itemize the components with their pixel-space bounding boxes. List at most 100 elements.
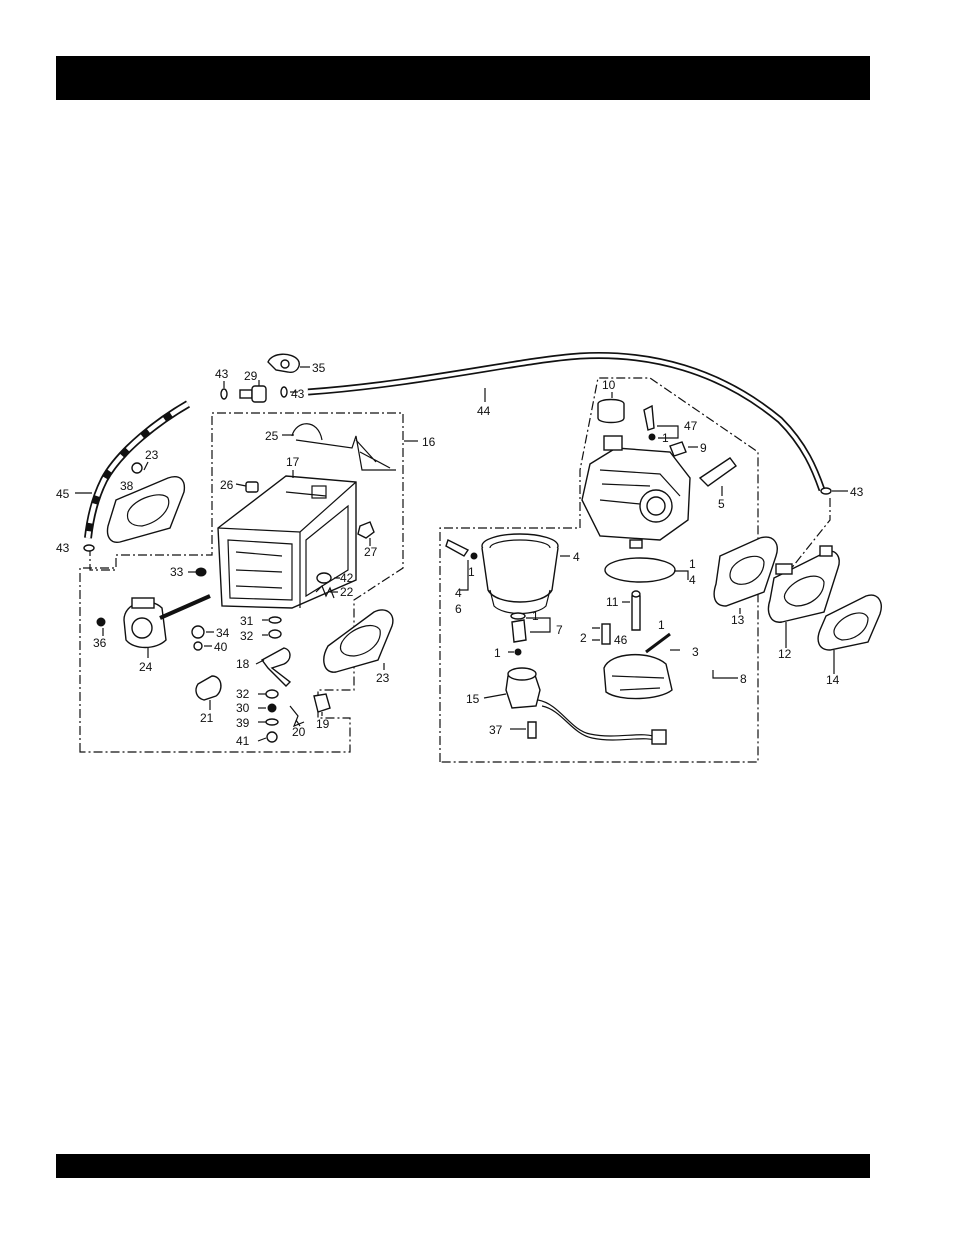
float-8 [604,655,672,699]
washer-32-b [266,690,278,698]
label-1-pin: 1 [658,618,665,632]
o-ring-4 [605,558,675,582]
label-1-bolt: 1 [532,609,539,623]
label-30: 30 [236,701,250,715]
fuel-valve-29 [240,380,266,402]
label-24: 24 [139,660,153,674]
nut-30 [268,704,276,712]
label-32-b: 32 [236,687,250,701]
nut-33 [196,568,206,576]
label-16: 16 [422,435,436,449]
label-18: 18 [236,657,250,671]
label-36: 36 [93,636,107,650]
clip-2-46 [602,624,610,644]
label-45: 45 [56,487,70,501]
label-43-top: 43 [215,367,229,381]
nut-34 [192,626,204,638]
nut-27 [358,522,374,538]
label-32-a: 32 [240,629,254,643]
screw-47 [644,406,654,430]
clamp-35 [268,354,299,372]
air-cleaner-case-17 [218,476,356,608]
label-8: 8 [740,672,747,686]
label-21: 21 [200,711,214,725]
washer-39 [266,719,278,725]
screw-36 [97,618,105,626]
washer-31 [269,617,281,623]
label-12: 12 [778,647,792,661]
label-5: 5 [718,497,725,511]
label-4-bowl: 4 [573,550,580,564]
label-47: 47 [684,419,698,433]
label-43-valve: 43 [291,387,305,401]
lever-18 [262,648,290,686]
label-25: 25 [265,429,279,443]
label-33: 33 [170,565,184,579]
label-35: 35 [312,361,326,375]
label-31: 31 [240,614,254,628]
label-20: 20 [292,725,306,739]
label-4-drain: 4 [455,586,462,600]
label-29: 29 [244,369,258,383]
gasket-23-right [324,610,393,672]
screw-9 [670,442,686,456]
label-1-47: 1 [662,431,669,445]
washer-32-a [269,630,281,638]
float-chamber-4 [482,534,558,614]
spring-20 [290,706,304,726]
label-27: 27 [364,545,378,559]
label-43-right: 43 [850,485,864,499]
gasket-14 [818,595,881,650]
washer-1-low [515,649,521,655]
screw-37 [528,722,536,738]
label-41: 41 [236,734,250,748]
label-43-left: 43 [56,541,70,555]
label-17: 17 [286,455,300,469]
jet-11 [632,596,640,630]
label-13: 13 [731,613,745,627]
label-1-oring: 1 [689,557,696,571]
label-14: 14 [826,673,840,687]
label-6: 6 [455,602,462,616]
label-34: 34 [216,626,230,640]
fuel-cock-24 [124,596,210,648]
gasket-13 [714,537,777,606]
label-23-left: 23 [145,448,159,462]
washer-1-47 [649,434,655,440]
footer-band [56,1154,870,1178]
insulator-12 [769,546,840,622]
label-7: 7 [556,623,563,637]
label-38: 38 [120,479,134,493]
drain-screw-1-6 [446,540,468,556]
washer-4-left [471,553,477,559]
bolt-7 [512,620,526,642]
label-22: 22 [340,585,354,599]
label-44: 44 [477,404,491,418]
nut-41 [267,732,277,742]
holder-21 [196,676,221,700]
label-4-oring: 4 [689,573,696,587]
float-valve-10 [598,400,624,423]
clip-43-left [84,545,94,551]
label-3: 3 [692,645,699,659]
pin-3 [646,634,670,652]
label-42: 42 [340,571,354,585]
washer-40 [194,642,202,650]
label-15: 15 [466,692,480,706]
washer-38 [132,463,142,473]
label-19: 19 [316,717,330,731]
screw-26 [246,482,258,492]
clip-43-right [821,488,831,494]
label-23-right: 23 [376,671,390,685]
label-46: 46 [614,633,628,647]
clip-43-top [221,389,227,399]
label-2: 2 [580,631,587,645]
label-26: 26 [220,478,234,492]
label-10: 10 [602,378,616,392]
holder-19 [314,694,330,712]
label-40: 40 [214,640,228,654]
jet-5 [700,458,736,486]
label-11: 11 [606,595,619,609]
left-fuel-line-bracket [90,547,118,570]
